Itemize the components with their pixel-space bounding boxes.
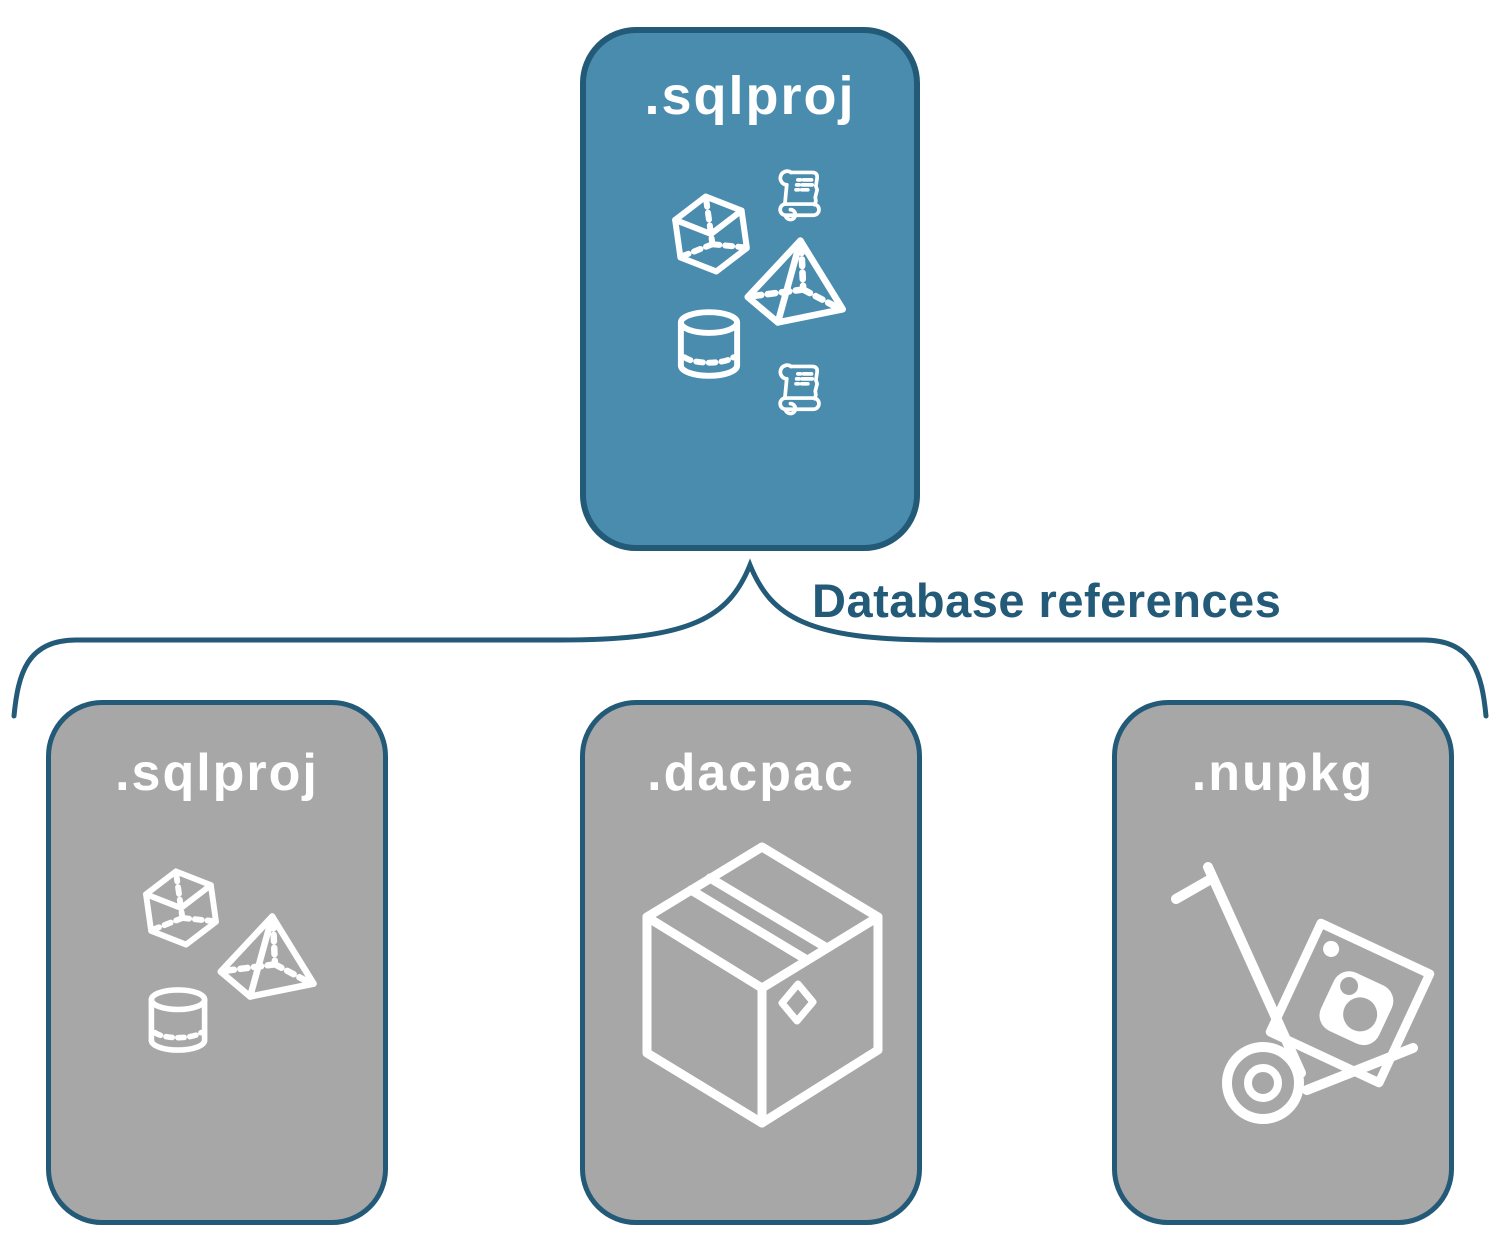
root-node-sqlproj: .sqlproj: [580, 27, 920, 551]
nuget-package: [1265, 918, 1435, 1088]
hand-truck-nuget-icon: [1171, 862, 1435, 1124]
node-title: .dacpac: [647, 744, 855, 802]
sql-objects-icons: [662, 169, 872, 416]
cylinder-icon: [681, 312, 737, 376]
pyramid-icon: [221, 917, 314, 997]
node-title: .nupkg: [1191, 744, 1375, 802]
node-title: .sqlproj: [644, 66, 856, 126]
hand-truck-handle: [1171, 874, 1216, 904]
sql-objects-icons: [135, 863, 335, 1075]
child-node-dacpac: .dacpac: [580, 700, 922, 1225]
node-title: .sqlproj: [115, 744, 319, 802]
child-node-nupkg: .nupkg: [1112, 700, 1454, 1225]
scroll-icon: [778, 363, 821, 416]
scroll-icon: [778, 169, 821, 222]
cube-icon: [673, 192, 750, 276]
child-node-sqlproj: .sqlproj: [46, 700, 388, 1225]
cube-icon: [143, 867, 218, 949]
package-box-icon: [642, 842, 883, 1128]
hand-truck-wheel: [1222, 1042, 1304, 1124]
pyramid-icon: [748, 241, 843, 323]
cylinder-icon: [151, 990, 204, 1050]
connector-label: Database references: [812, 574, 1282, 627]
